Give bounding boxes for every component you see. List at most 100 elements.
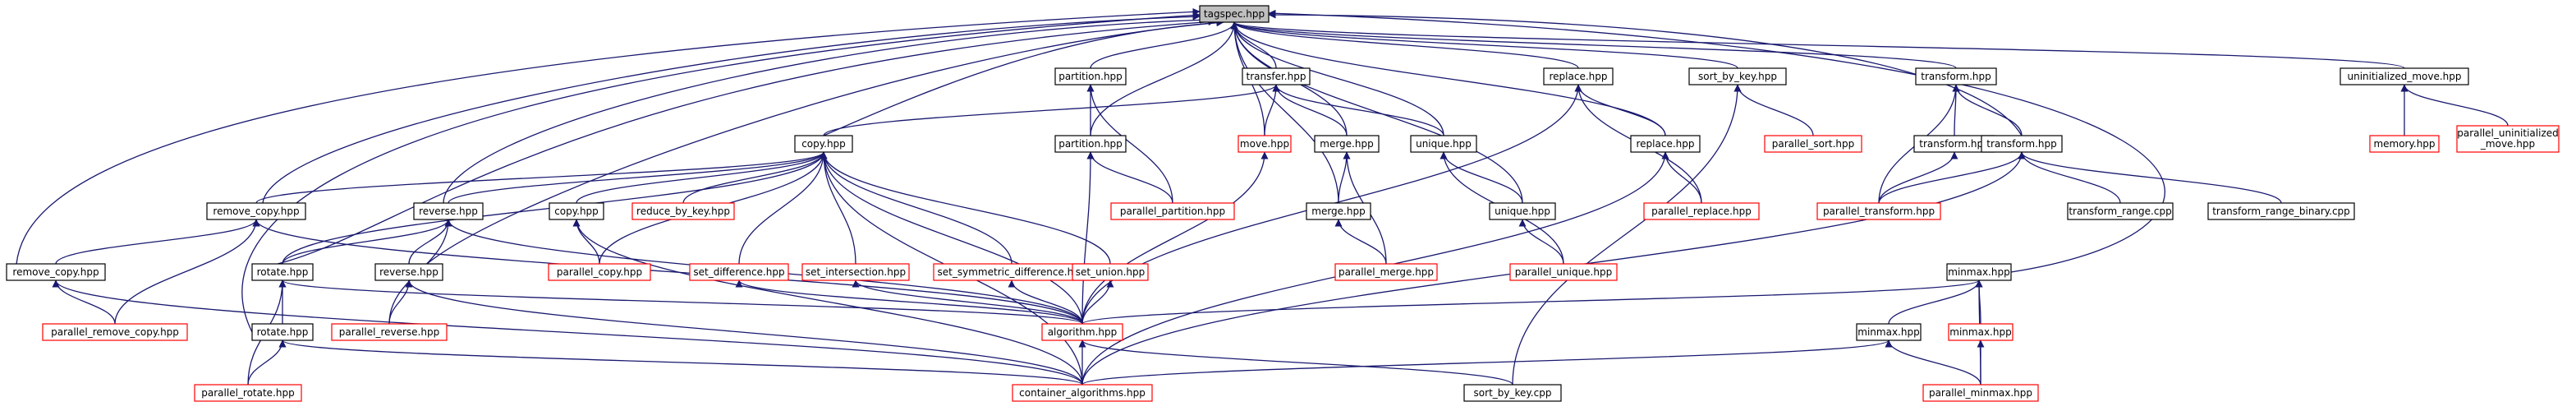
- node-box: [1922, 384, 2039, 402]
- edge-parreplace-to-replace2: [1661, 151, 1702, 204]
- edge-unique1-to-transfer: [1272, 84, 1444, 136]
- node-set-union-hpp[interactable]: set_union.hpp: [1072, 263, 1149, 281]
- node-box: [251, 263, 314, 281]
- edge-replace2-to-tagspec: [1230, 21, 1666, 136]
- node-parallel-uninitialized-move-hpp[interactable]: parallel_uninitialized_move.hpp: [2456, 125, 2560, 153]
- edge-removecopy1-to-tagspec: [262, 12, 1201, 204]
- node-uninitialized-move-hpp[interactable]: uninitialized_move.hpp: [2340, 67, 2469, 85]
- edge-unique2-to-unique1: [1440, 151, 1523, 204]
- node-set-intersection-hpp[interactable]: set_intersection.hpp: [801, 263, 910, 281]
- node-label: tagspec.hpp: [1204, 8, 1265, 20]
- node-parallel-transform-hpp[interactable]: parallel_transform.hpp: [1816, 202, 1941, 220]
- node-replace-hpp[interactable]: replace.hpp: [1543, 67, 1614, 85]
- node-parallel-sort-hpp[interactable]: parallel_sort.hpp: [1764, 135, 1862, 153]
- node-label: parallel_rotate.hpp: [201, 387, 294, 399]
- edge-rotate2-to-tagspec: [241, 12, 1201, 333]
- node-container-algorithms-hpp[interactable]: container_algorithms.hpp: [1012, 384, 1153, 402]
- edge-minmax1-to-tagspec: [1268, 9, 2165, 273]
- node-parallel-minmax-hpp[interactable]: parallel_minmax.hpp: [1922, 384, 2039, 402]
- node-transfer-hpp[interactable]: transfer.hpp: [1242, 67, 1311, 85]
- node-box: [1237, 135, 1292, 153]
- node-set-difference-hpp[interactable]: set_difference.hpp: [689, 263, 789, 281]
- node-box: [194, 384, 302, 402]
- node-box: [1054, 135, 1127, 153]
- node-label: memory.hpp: [2373, 138, 2435, 150]
- node-memory-hpp[interactable]: memory.hpp: [2369, 135, 2440, 153]
- node-remove-copy-hpp[interactable]: remove_copy.hpp: [6, 263, 106, 281]
- node-rotate-hpp[interactable]: rotate.hpp: [251, 263, 314, 281]
- edge-transrangebin-to-transform3: [2018, 151, 2282, 204]
- node-copy-hpp[interactable]: copy.hpp: [794, 135, 853, 153]
- node-unique-hpp[interactable]: unique.hpp: [1410, 135, 1477, 153]
- node-reverse-hpp[interactable]: reverse.hpp: [374, 263, 443, 281]
- node-transform-range-cpp[interactable]: transform_range.cpp: [2067, 202, 2174, 220]
- node-box: [1948, 323, 2014, 341]
- node-unique-hpp[interactable]: unique.hpp: [1489, 202, 1556, 220]
- edge-algorithm-to-setdiff: [735, 279, 1083, 325]
- edge-algorithm-to-rotate1: [278, 279, 1083, 325]
- node-algorithm-hpp[interactable]: algorithm.hpp: [1041, 323, 1123, 341]
- node-remove-copy-hpp[interactable]: remove_copy.hpp: [206, 202, 306, 220]
- node-minmax-hpp[interactable]: minmax.hpp: [1946, 263, 2012, 281]
- node-parallel-unique-hpp[interactable]: parallel_unique.hpp: [1509, 263, 1618, 281]
- node-parallel-partition-hpp[interactable]: parallel_partition.hpp: [1110, 202, 1235, 220]
- edge-paruninit-to-uninit: [2400, 84, 2509, 127]
- edge-transform3-to-tagspec: [1268, 11, 2023, 136]
- node-tagspec-hpp[interactable]: tagspec.hpp: [1199, 5, 1270, 23]
- node-reduce-by-key-hpp[interactable]: reduce_by_key.hpp: [631, 202, 735, 220]
- node-merge-hpp[interactable]: merge.hpp: [1314, 135, 1380, 153]
- node-transform-range-binary-cpp[interactable]: transform_range_binary.cpp: [2207, 202, 2355, 220]
- node-label: algorithm.hpp: [1048, 326, 1118, 338]
- node-parallel-replace-hpp[interactable]: parallel_replace.hpp: [1643, 202, 1760, 220]
- edge-reverse2-to-tagspec: [426, 19, 1224, 265]
- node-transform-hpp[interactable]: transform.hpp: [1981, 135, 2063, 153]
- node-label: replace.hpp: [1550, 71, 1608, 82]
- edge-setdiff-to-copy1: [738, 151, 828, 265]
- node-parallel-copy-hpp[interactable]: parallel_copy.hpp: [548, 263, 651, 281]
- edge-algorithm-to-partition2: [1081, 151, 1095, 325]
- edge-setsymdiff-to-copy1: [820, 151, 1012, 265]
- node-partition-hpp[interactable]: partition.hpp: [1054, 67, 1127, 85]
- node-set-symmetric-difference-hpp[interactable]: set_symmetric_difference.hpp: [933, 263, 1091, 281]
- edge-copy1-to-transfer: [823, 84, 1280, 136]
- edge-parremovecopy-to-removecopy2: [52, 279, 116, 325]
- node-box: [413, 202, 484, 220]
- node-box: [331, 323, 448, 341]
- node-move-hpp[interactable]: move.hpp: [1237, 135, 1292, 153]
- node-sort-by-key-cpp[interactable]: sort_by_key.cpp: [1463, 384, 1562, 402]
- node-label: parallel_reverse.hpp: [339, 326, 439, 338]
- edge-replace1-to-tagspec: [1230, 21, 1579, 69]
- node-label: parallel_copy.hpp: [557, 266, 642, 278]
- node-box: [1764, 135, 1862, 153]
- node-partition-hpp[interactable]: partition.hpp: [1054, 135, 1127, 153]
- node-box: [2067, 202, 2174, 220]
- node-minmax-hpp[interactable]: minmax.hpp: [1856, 323, 1922, 341]
- node-transform-hpp[interactable]: transform.hpp: [1915, 67, 1997, 85]
- node-label: minmax.hpp: [1949, 326, 2011, 338]
- node-rotate-hpp[interactable]: rotate.hpp: [251, 323, 314, 341]
- node-parallel-rotate-hpp[interactable]: parallel_rotate.hpp: [194, 384, 302, 402]
- node-label: uninitialized_move.hpp: [2347, 71, 2461, 82]
- node-box: [1509, 263, 1618, 281]
- node-parallel-merge-hpp[interactable]: parallel_merge.hpp: [1334, 263, 1438, 281]
- node-box: [206, 202, 306, 220]
- edge-algorithm-to-copy1: [820, 151, 1083, 325]
- node-sort-by-key-hpp[interactable]: sort_by_key.hpp: [1688, 67, 1787, 85]
- node-parallel-reverse-hpp[interactable]: parallel_reverse.hpp: [331, 323, 448, 341]
- node-label: merge.hpp: [1320, 138, 1373, 150]
- edge-algorithm-to-setunion: [1081, 279, 1114, 325]
- edge-removecopy2-to-tagspec: [16, 7, 1201, 265]
- edge-partransform-to-transform3: [1878, 151, 2026, 204]
- node-minmax-hpp[interactable]: minmax.hpp: [1948, 323, 2014, 341]
- node-replace-hpp[interactable]: replace.hpp: [1630, 135, 1701, 153]
- node-label-line: parallel_uninitialized: [2457, 127, 2559, 139]
- edge-algorithm-to-movehpp: [1081, 151, 1269, 325]
- node-box: [1489, 202, 1556, 220]
- node-reverse-hpp[interactable]: reverse.hpp: [413, 202, 484, 220]
- node-transform-hpp[interactable]: transform.hpp: [1913, 135, 1995, 153]
- node-copy-hpp[interactable]: copy.hpp: [549, 202, 604, 220]
- node-merge-hpp[interactable]: merge.hpp: [1306, 202, 1371, 220]
- edge-algorithm-to-removecopy1: [252, 219, 1083, 325]
- node-parallel-remove-copy-hpp[interactable]: parallel_remove_copy.hpp: [42, 323, 188, 341]
